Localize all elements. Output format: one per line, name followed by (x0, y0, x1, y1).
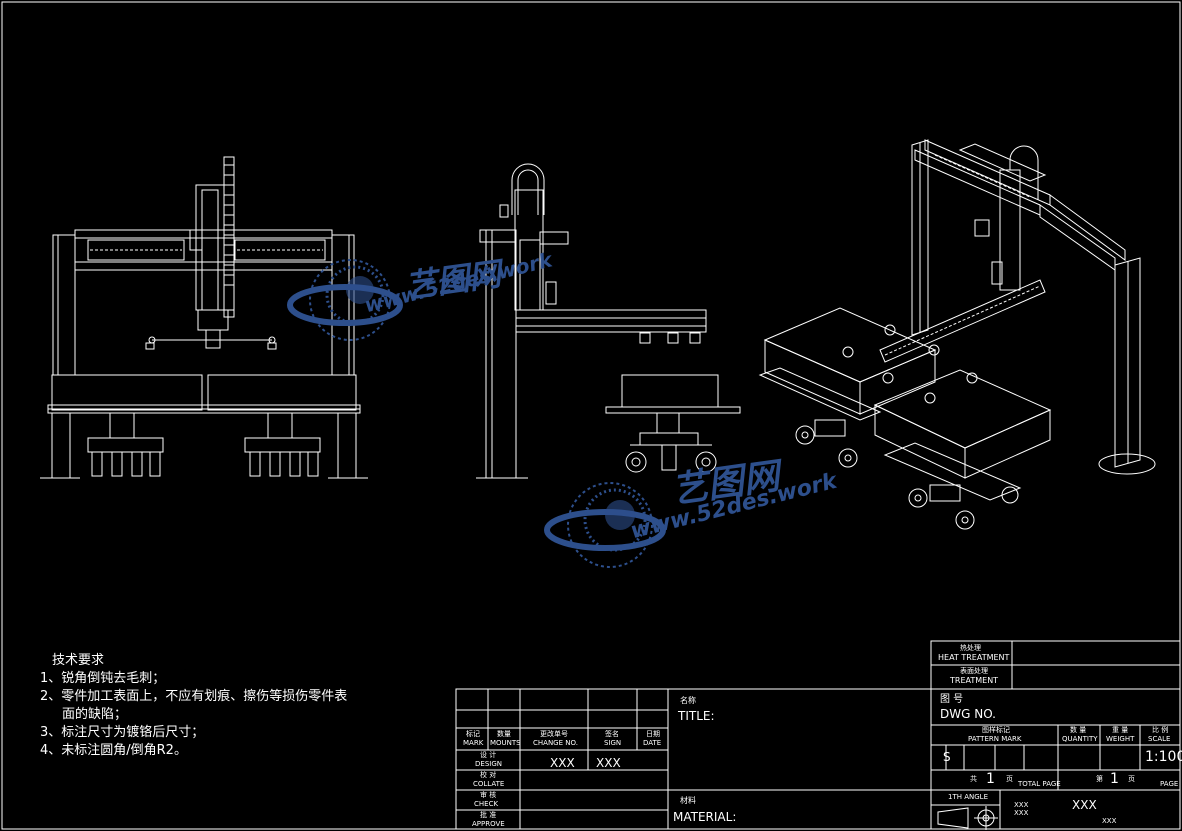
notes-title: 技术要求 (52, 653, 105, 668)
heat-treatment-cn: 热处理 (960, 644, 981, 652)
pattern-mark-cn: 图样标记 (982, 726, 1010, 734)
treatment-cn: 表面处理 (960, 667, 988, 675)
scale-label: SCALE (1148, 735, 1171, 743)
title-block-grid (455, 640, 1181, 830)
drawing-code-value: XXX (1072, 798, 1097, 812)
sign-label: SIGN (604, 739, 622, 747)
design-value-1: XXX (550, 756, 575, 770)
isometric-view (758, 139, 1156, 530)
note-item-2-continued: 面的缺陷； (62, 707, 128, 722)
projection-angle-label: 1TH ANGLE (948, 793, 988, 801)
page-suffix: 页 (1128, 775, 1135, 783)
scale-cn: 比 例 (1152, 726, 1169, 734)
total-page-label: TOTAL PAGE (1018, 780, 1061, 788)
weight-label: WEIGHT (1106, 735, 1135, 743)
design-label: DESIGN (475, 760, 502, 768)
pattern-mark-label: PATTERN MARK (968, 735, 1022, 743)
watermark-logo-1 (287, 259, 403, 341)
quantity-cn: 数 量 (1070, 726, 1087, 734)
design-cn: 设 计 (480, 751, 497, 759)
mark-cn: 标记 (466, 730, 480, 738)
dwg-no-label: DWG NO. (940, 707, 996, 721)
watermark-logo-2 (544, 482, 666, 568)
total-prefix: 共 (970, 775, 977, 783)
page-label: PAGE (1160, 780, 1179, 788)
note-item-3: 3、标注尺寸为镀铬后尺寸； (40, 725, 205, 740)
approve-cn: 批 准 (480, 811, 497, 819)
mark-label: MARK (463, 739, 484, 747)
design-value-2: XXX (596, 756, 621, 770)
drawing-code-small-3: XXX (1102, 817, 1117, 825)
mounts-cn: 数量 (497, 730, 511, 738)
material-label: MATERIAL: (673, 810, 737, 824)
note-item-1: 1、锐角倒钝去毛刺； (40, 671, 166, 686)
technical-notes: 技术要求 1、锐角倒钝去毛刺； 2、零件加工表面上，不应有划痕、擦伤等损伤零件表… (40, 652, 347, 760)
scale-value: 1:100 (1145, 749, 1182, 765)
approve-label: APPROVE (472, 820, 505, 828)
collate-label: COLLATE (473, 780, 505, 788)
change-no-label: CHANGE NO. (533, 739, 578, 747)
treatment-label: TREATMENT (950, 676, 999, 685)
page-value: 1 (1110, 771, 1119, 787)
check-cn: 审 核 (480, 791, 497, 799)
total-page-value: 1 (986, 771, 995, 787)
quantity-label: QUANTITY (1062, 735, 1098, 743)
weight-cn: 重 量 (1112, 726, 1129, 734)
pattern-mark-value: S (943, 750, 951, 764)
change-no-cn: 更改单号 (540, 730, 568, 738)
front-view (40, 156, 368, 479)
sign-cn: 签名 (605, 730, 619, 738)
note-item-4: 4、未标注圆角/倒角R2。 (40, 743, 187, 758)
drawing-code-small-2: XXX (1014, 809, 1029, 817)
title-cn: 名称 (680, 696, 696, 705)
check-label: CHECK (474, 800, 499, 808)
drawing-code-small-1: XXX (1014, 801, 1029, 809)
heat-treatment-label: HEAT TREATMENT (938, 653, 1010, 662)
mounts-label: MOUNTS (490, 739, 521, 747)
side-view (476, 163, 741, 479)
material-cn: 材料 (680, 796, 696, 805)
date-label: DATE (643, 739, 662, 747)
note-item-2: 2、零件加工表面上，不应有划痕、擦伤等损伤零件表 (40, 689, 348, 704)
total-suffix: 页 (1006, 775, 1013, 783)
dwg-no-cn: 图 号 (940, 694, 964, 705)
collate-cn: 校 对 (480, 771, 497, 779)
title-label: TITLE: (678, 709, 715, 723)
page-prefix: 第 (1096, 775, 1103, 783)
date-cn: 日期 (646, 730, 660, 738)
